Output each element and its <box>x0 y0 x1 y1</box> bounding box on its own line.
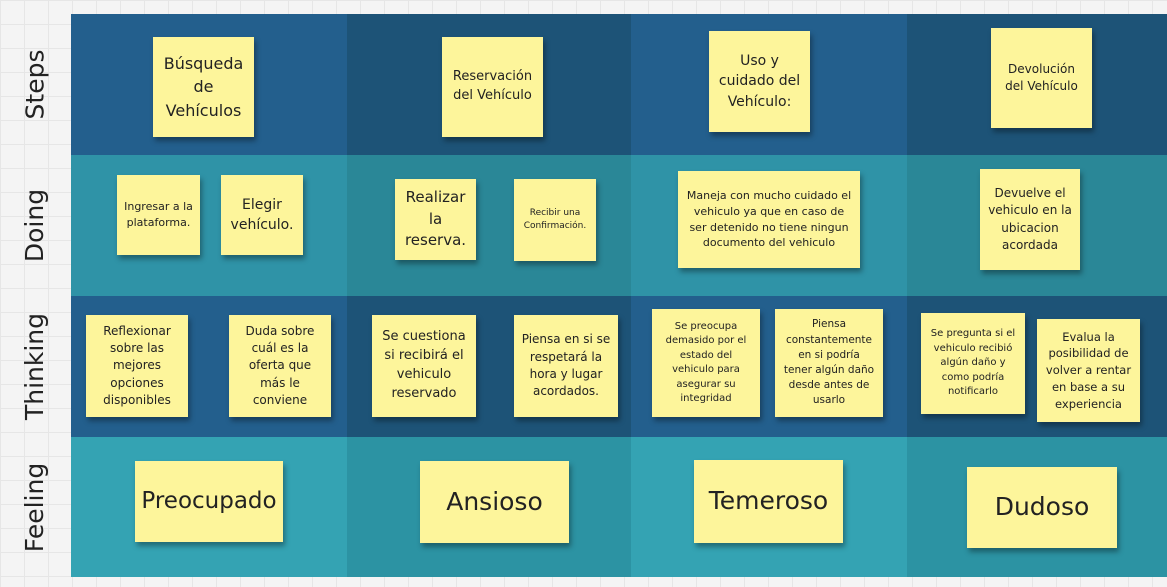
sticky-note-devolucion[interactable]: Devolución del Vehículo <box>991 28 1092 128</box>
cell-doing-1 <box>71 155 347 296</box>
sticky-note-reservacion[interactable]: Reservación del Vehículo <box>442 37 543 137</box>
sticky-note-reflexionar[interactable]: Reflexionar sobre las mejores opciones d… <box>86 315 188 417</box>
sticky-note-uso-cuidado[interactable]: Uso y cuidado del Vehículo: <box>709 31 810 132</box>
row-label-doing: Doing <box>20 188 50 263</box>
sticky-note-piensa-hora[interactable]: Piensa en si se respetará la hora y luga… <box>514 315 618 417</box>
row-label-thinking: Thinking <box>20 312 50 421</box>
sticky-note-ingresar[interactable]: Ingresar a la plataforma. <box>117 175 200 255</box>
sticky-note-elegir[interactable]: Elegir vehículo. <box>221 175 303 255</box>
row-label-steps: Steps <box>20 49 50 120</box>
sticky-note-busqueda[interactable]: Búsqueda de Vehículos <box>153 37 254 137</box>
sticky-note-temeroso[interactable]: Temeroso <box>694 460 843 543</box>
row-label-feeling: Feeling <box>20 462 50 552</box>
sticky-note-piensa-dano[interactable]: Piensa constantemente en si podría tener… <box>775 309 883 417</box>
sticky-note-dudoso[interactable]: Dudoso <box>967 467 1117 548</box>
sticky-note-se-cuestiona[interactable]: Se cuestiona si recibirá el vehiculo res… <box>372 315 476 417</box>
sticky-note-maneja[interactable]: Maneja con mucho cuidado el vehiculo ya … <box>678 171 860 268</box>
sticky-note-ansioso[interactable]: Ansioso <box>420 461 569 543</box>
sticky-note-se-preocupa[interactable]: Se preocupa demasido por el estado del v… <box>652 309 760 417</box>
sticky-note-devuelve[interactable]: Devuelve el vehiculo en la ubicacion aco… <box>980 169 1080 270</box>
sticky-note-se-pregunta[interactable]: Se pregunta si el vehiculo recibió algún… <box>921 313 1025 414</box>
sticky-note-evalua[interactable]: Evalua la posibilidad de volver a rentar… <box>1037 319 1140 422</box>
sticky-note-preocupado[interactable]: Preocupado <box>135 461 283 542</box>
sticky-note-realizar-reserva[interactable]: Realizar la reserva. <box>395 179 476 260</box>
sticky-note-confirmacion[interactable]: Recibir una Confirmación. <box>514 179 596 261</box>
sticky-note-duda-oferta[interactable]: Duda sobre cuál es la oferta que más le … <box>229 315 331 417</box>
